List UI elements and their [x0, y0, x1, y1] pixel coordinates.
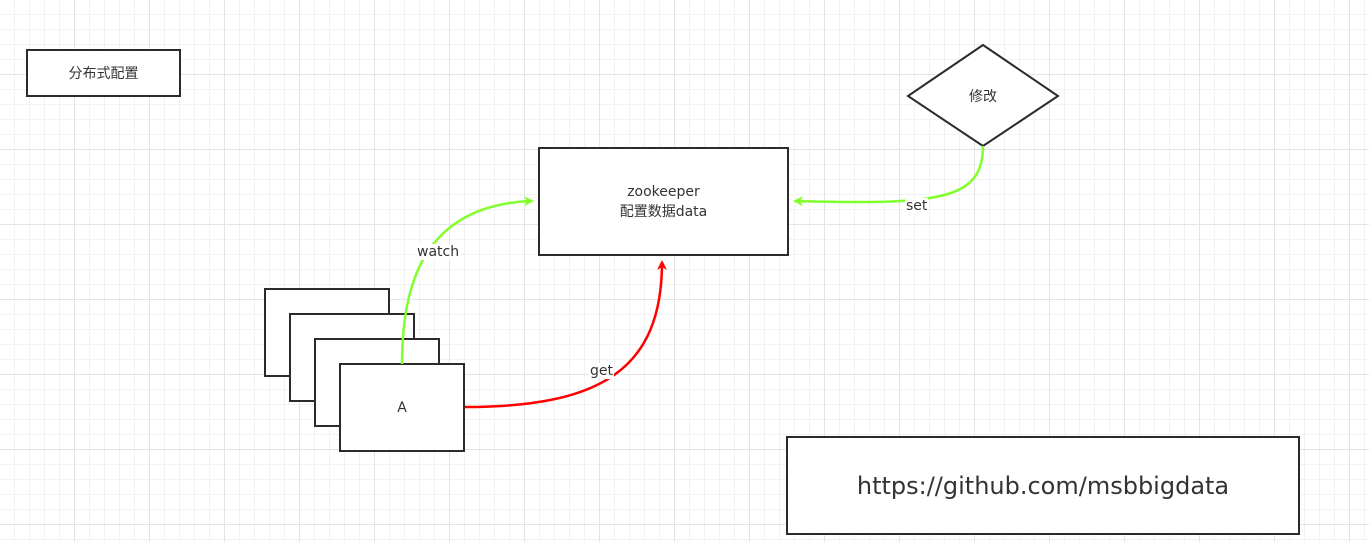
title-box: 分布式配置: [26, 49, 181, 97]
modify-label: 修改: [969, 89, 997, 105]
watch-label: watch: [416, 244, 461, 260]
set-label: set: [905, 198, 929, 214]
url-text: https://github.com/msbbigdata: [856, 471, 1230, 500]
get-edge: [464, 260, 667, 409]
zookeeper-box: zookeeper 配置数据data: [538, 147, 789, 256]
url-box: https://github.com/msbbigdata: [786, 436, 1300, 535]
zookeeper-name: zookeeper: [627, 183, 700, 200]
get-label: get: [589, 363, 614, 379]
client-label: A: [397, 399, 407, 416]
set-edge: [793, 145, 985, 207]
zookeeper-data: 配置数据data: [619, 203, 708, 220]
watch-edge: [400, 196, 534, 365]
title-text: 分布式配置: [68, 66, 139, 82]
client-card-front: A: [339, 363, 465, 452]
